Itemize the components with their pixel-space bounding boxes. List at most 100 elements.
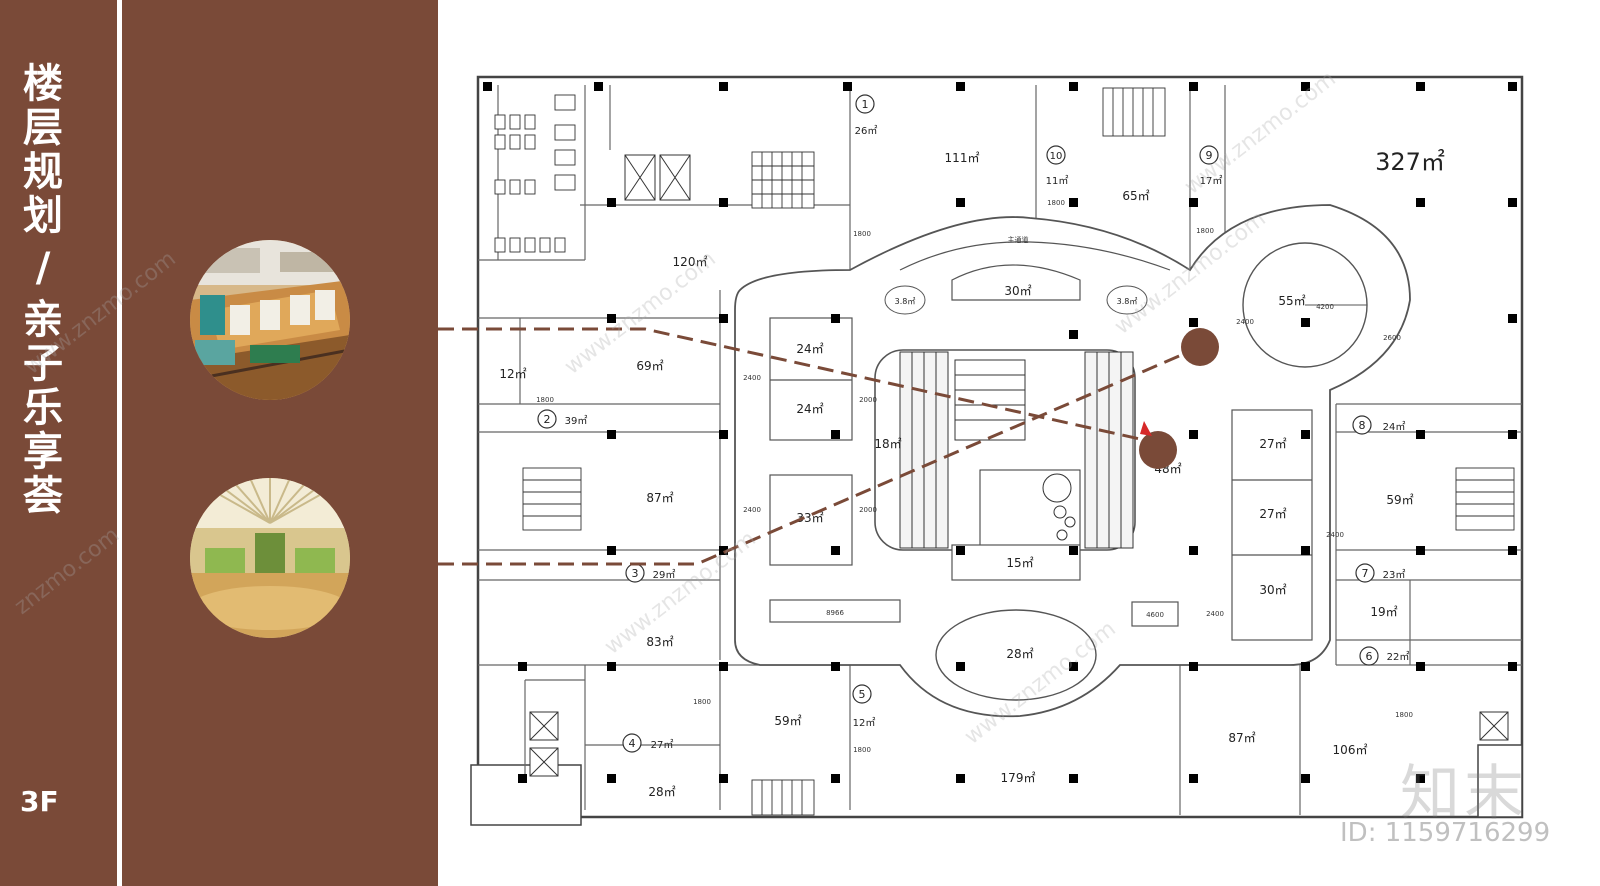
area-12-small: 12㎡ [853,717,876,729]
svg-text:2000: 2000 [859,396,877,404]
area-87-left: 87㎡ [646,491,673,505]
area-55: 55㎡ [1278,294,1305,308]
location-marker-lower [1139,431,1177,469]
restroom-fixtures [494,94,576,253]
area-30-top: 30㎡ [1004,284,1031,298]
corridor-label: 主通道 [1008,235,1029,244]
area-69: 69㎡ [636,359,663,373]
marker-7: 7 [1362,567,1369,580]
oval-room-28 [935,609,1097,701]
svg-text:1800: 1800 [1196,227,1214,235]
svg-text:2600: 2600 [1383,334,1401,342]
title-char: 层 [23,105,63,151]
svg-text:2400: 2400 [1206,610,1224,618]
brand-watermark: 知末 [1400,759,1528,829]
area-39: 39㎡ [565,415,588,427]
structural-columns [483,82,1517,783]
area-179: 179㎡ [1001,771,1036,785]
svg-text:4200: 4200 [1316,303,1334,311]
area-28-oval: 28㎡ [1006,647,1033,661]
area-87-bottom: 87㎡ [1228,731,1255,745]
area-24-lower: 24㎡ [796,402,823,416]
marker-4: 4 [629,737,636,750]
kids-area-photo-bottom [190,478,350,638]
area-33: 33㎡ [796,511,823,525]
location-marker-upper [1181,328,1219,366]
id-watermark: ID: 1159716299 [1340,818,1551,848]
area-11: 11㎡ [1046,175,1069,187]
svg-text:1800: 1800 [1047,199,1065,207]
area-106: 106㎡ [1333,743,1368,757]
area-120: 120㎡ [673,255,708,269]
area-29: 29㎡ [653,569,676,581]
area-17: 17㎡ [1200,175,1223,187]
area-12-left: 12㎡ [499,367,526,381]
area-65: 65㎡ [1122,189,1149,203]
area-18: 18㎡ [874,437,901,451]
area-27-upper: 27㎡ [1259,437,1286,451]
area-28-bottom-left: 28㎡ [648,785,675,799]
kids-area-photo-top [190,240,350,400]
marker-10: 10 [1050,151,1063,162]
svg-text:1800: 1800 [853,746,871,754]
svg-text:1800: 1800 [853,230,871,238]
area-3-8-right: 3.8㎡ [1117,297,1138,306]
area-59-right: 59㎡ [1386,493,1413,507]
unit-marker-labels: 1 2 3 4 5 6 7 8 9 10 [544,98,1373,750]
area-15: 15㎡ [1006,556,1033,570]
area-24-upper: 24㎡ [796,342,823,356]
vertical-title: 楼 层 规 划 / 亲 子 乐 享 荟 [18,62,68,518]
svg-text:2400: 2400 [1326,531,1344,539]
area-83: 83㎡ [646,635,673,649]
area-30-right: 30㎡ [1259,583,1286,597]
sidebar-divider [117,0,122,886]
svg-text:2400: 2400 [743,374,761,382]
title-char: 划 [23,193,63,239]
room-27-stack [1231,409,1313,641]
title-char: 规 [23,149,63,195]
marker-5: 5 [859,688,866,701]
room-30-top [951,264,1081,301]
sidebar-panel: 楼 层 规 划 / 亲 子 乐 享 荟 3F [0,0,438,886]
svg-text:1800: 1800 [536,396,554,404]
area-26: 26㎡ [855,125,878,137]
area-24-small: 24㎡ [1383,421,1406,433]
area-27-small: 27㎡ [651,739,674,751]
elevators [529,154,1509,777]
svg-text:2400: 2400 [743,506,761,514]
title-char: 享 [23,429,63,475]
area-labels: 327㎡ 111㎡ 120㎡ 65㎡ 55㎡ 30㎡ 69㎡ 12㎡ 24㎡ 2… [499,125,1445,799]
unit-markers [537,94,1379,753]
title-char: 子 [23,341,63,387]
photo-connectors [438,327,1201,566]
area-59-bottom: 59㎡ [774,714,801,728]
svg-text:4600: 4600 [1146,611,1164,619]
title-char: 乐 [23,385,63,431]
marker-1: 1 [862,98,869,111]
marker-8: 8 [1359,419,1366,432]
marker-6: 6 [1366,650,1373,663]
dimension-labels: 1800 1800 1800 1800 1800 1800 1800 2400 … [536,199,1413,754]
room-15 [951,544,1081,581]
svg-text:2000: 2000 [859,506,877,514]
floor-label: 3F [20,785,59,818]
stairwells [522,87,1515,816]
area-3-8-left: 3.8㎡ [895,297,916,306]
marker-3: 3 [632,567,639,580]
title-char: 荟 [23,473,63,519]
title-char: 楼 [23,61,63,107]
svg-text:1800: 1800 [1395,711,1413,719]
room-24-stack [769,317,853,441]
play-sculpture [1042,473,1076,541]
svg-text:8966: 8966 [826,609,844,617]
marker-9: 9 [1206,149,1213,162]
area-23: 23㎡ [1383,569,1406,581]
area-327: 327㎡ [1375,148,1445,176]
svg-text:2400: 2400 [1236,318,1254,326]
svg-text:1800: 1800 [693,698,711,706]
marker-2: 2 [544,413,551,426]
floor-plan: 1 2 3 4 5 6 7 8 9 10 327㎡ 111㎡ 120㎡ 65㎡ … [438,75,1524,826]
area-22: 22㎡ [1387,651,1410,663]
red-pointer-icon [1140,421,1152,436]
area-19: 19㎡ [1370,605,1397,619]
